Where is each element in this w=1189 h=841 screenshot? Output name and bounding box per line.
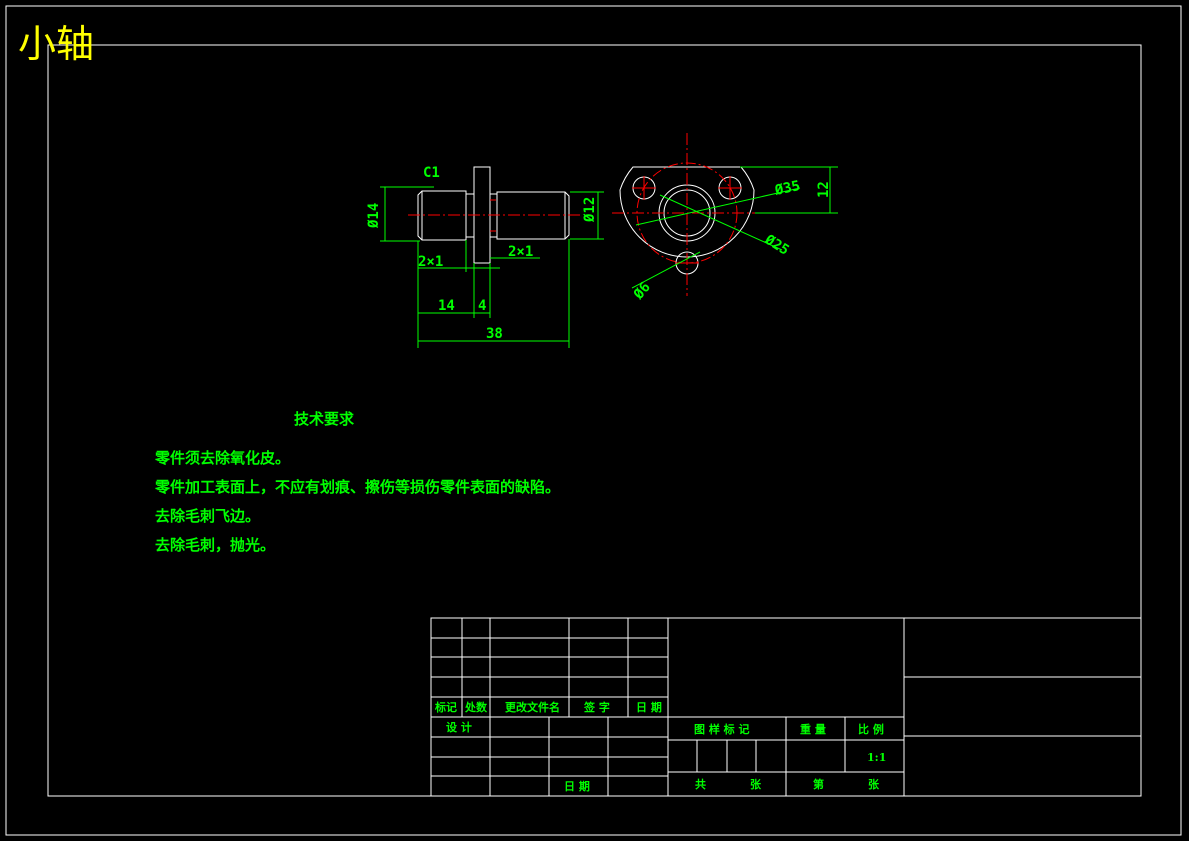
tb-total: 共: [695, 777, 706, 791]
tb-drawing-mark: 图 样 标 记: [694, 722, 750, 736]
tech-req-item-3: 去除毛刺飞边。: [155, 507, 260, 525]
dim-chamfer: C1: [423, 165, 440, 181]
front-centerlines: [612, 133, 762, 296]
dim-len-4: 4: [478, 298, 486, 314]
front-dimensions: [631, 166, 838, 289]
tb-page: 第: [813, 777, 824, 791]
tb-signature: 签 字: [583, 700, 610, 714]
tb-count: 处数: [464, 700, 488, 714]
side-dimensions: [380, 186, 604, 348]
tech-req-item-1: 零件须去除氧化皮。: [154, 449, 290, 467]
tb-sheets-1: 张: [750, 777, 762, 791]
inner-frame: [47, 44, 1142, 797]
outer-frame: [5, 5, 1182, 836]
tb-scale-value: 1:1: [867, 751, 886, 764]
dim-dia35: Ø35: [773, 178, 802, 199]
dim-dia6: Ø6: [630, 279, 654, 303]
tb-date-header: 日 期: [636, 700, 662, 714]
tb-change-doc: 更改文件名: [505, 700, 560, 714]
tb-date: 日 期: [564, 779, 590, 793]
tech-req-item-4: 去除毛刺，抛光。: [155, 536, 275, 554]
tb-weight: 重 量: [800, 722, 826, 736]
dim-groove-right: 2×1: [508, 244, 533, 260]
dim-dia12: Ø12: [582, 197, 598, 223]
tb-scale-label: 比 例: [858, 722, 884, 736]
title-block: [430, 617, 1142, 797]
tech-req-item-2: 零件加工表面上，不应有划痕、擦伤等损伤零件表面的缺陷。: [154, 478, 560, 496]
tech-req-heading: 技术要求: [294, 410, 355, 428]
dim-dia25: Ø25: [761, 231, 792, 259]
dim-len-38: 38: [486, 326, 503, 342]
dim-12-right: 12: [816, 181, 832, 198]
drawing-title: 小轴: [18, 22, 94, 66]
dim-len-14: 14: [438, 298, 455, 314]
dim-dia14: Ø14: [366, 203, 382, 229]
dim-groove-left: 2×1: [418, 254, 443, 270]
tb-design: 设 计: [446, 720, 472, 734]
tb-mark: 标记: [434, 700, 457, 714]
tb-sheets-2: 张: [868, 777, 880, 791]
